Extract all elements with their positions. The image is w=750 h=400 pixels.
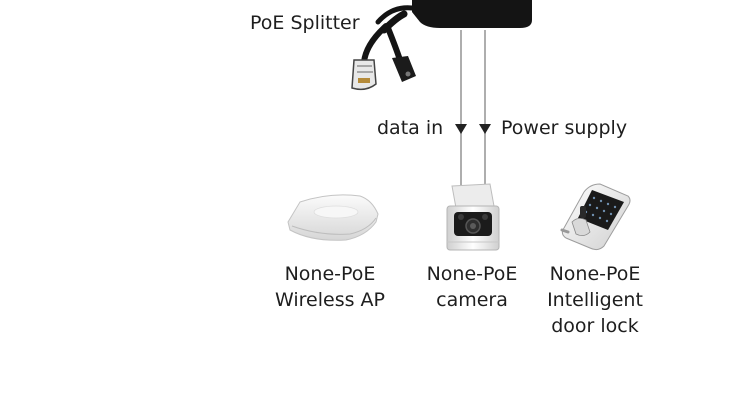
connector-lines — [461, 30, 485, 185]
wireless-ap-icon — [288, 195, 378, 240]
wireless-ap-caption: None-PoE Wireless AP — [258, 261, 402, 313]
power-supply-arrow-icon — [479, 124, 491, 134]
caption-line: None-PoE — [258, 261, 402, 287]
door-lock-caption: None-PoE Intelligent door lock — [530, 261, 660, 339]
caption-line: Intelligent — [530, 287, 660, 313]
dc-plug-icon — [392, 56, 416, 82]
caption-line: None-PoE — [530, 261, 660, 287]
poe-splitter-icon — [352, 0, 532, 89]
rj45-plug-icon — [352, 60, 376, 89]
data-in-label: data in — [377, 116, 443, 141]
caption-line: camera — [402, 287, 542, 313]
splitter-label: PoE Splitter — [250, 11, 360, 36]
caption-line: Wireless AP — [258, 287, 402, 313]
data-in-arrow-icon — [455, 124, 467, 134]
camera-caption: None-PoE camera — [402, 261, 542, 313]
camera-icon — [447, 184, 499, 250]
caption-line: None-PoE — [402, 261, 542, 287]
door-lock-icon — [562, 184, 630, 250]
power-supply-label: Power supply — [501, 116, 627, 141]
caption-line: door lock — [530, 313, 660, 339]
